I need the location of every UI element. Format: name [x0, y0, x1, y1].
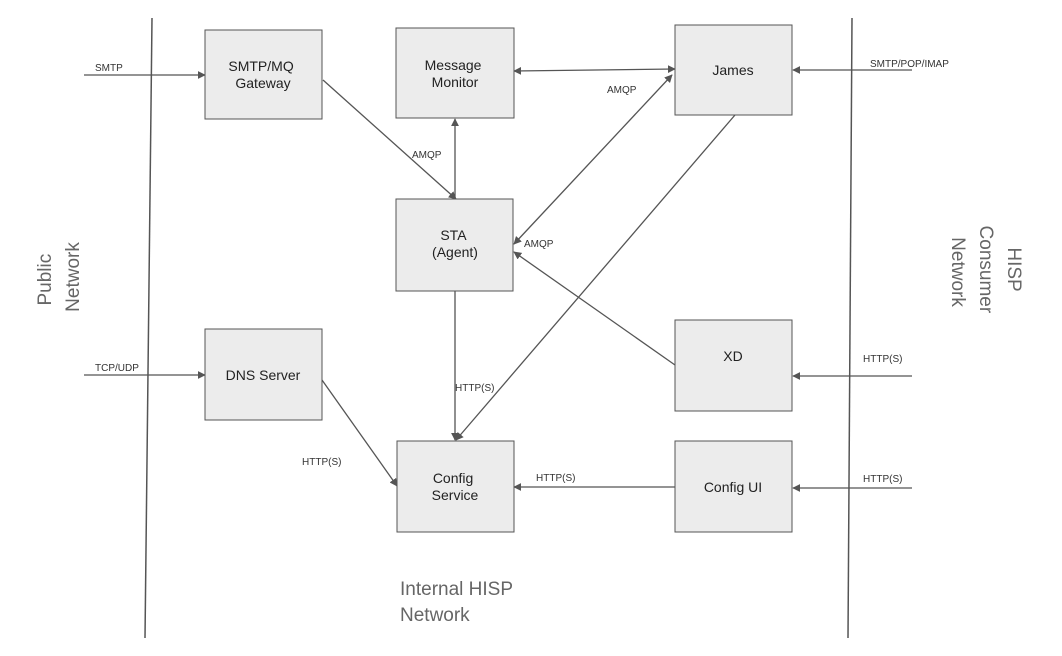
message-monitor-label: Message Monitor [425, 57, 486, 90]
dns-to-config-arrow [321, 379, 398, 487]
dns-server-label: DNS Server [226, 367, 301, 383]
xd-label: XD [723, 348, 742, 364]
node-config-service: Config Service [396, 440, 515, 533]
james-to-config-arrow [455, 114, 736, 441]
smtp-pop-imap-edge-label: SMTP/POP/IMAP [870, 59, 949, 70]
monitor-james-arrow [513, 65, 676, 75]
node-message-monitor: Message Monitor [395, 27, 515, 119]
public-boundary-line [144, 17, 153, 639]
config-ui-label: Config UI [704, 479, 762, 495]
node-config-ui: Config UI [674, 440, 793, 533]
xd-http-edge-label: HTTP(S) [863, 354, 902, 365]
xd-to-sta-arrow [513, 251, 676, 366]
internal-hisp-network-label: Internal HISP Network [400, 579, 518, 626]
consumer-boundary-line [847, 17, 853, 639]
node-dns-server: DNS Server [204, 328, 323, 421]
config-ui-config-http-label: HTTP(S) [536, 473, 575, 484]
node-sta-agent: STA (Agent) [395, 198, 514, 292]
node-smtp-mq-gateway: SMTP/MQ Gateway [204, 29, 323, 120]
smtp-mq-gateway-label: SMTP/MQ Gateway [228, 58, 297, 91]
gateway-to-sta-arrow [322, 79, 457, 200]
dns-config-http-label: HTTP(S) [302, 457, 341, 468]
public-network-label: Public Network [35, 242, 84, 312]
config-service-label: Config Service [432, 470, 479, 503]
node-james: James [674, 24, 793, 116]
node-xd: XD [674, 319, 793, 412]
james-label: James [712, 62, 753, 78]
sta-config-http-label: HTTP(S) [455, 383, 494, 394]
gateway-sta-amqp-label: AMQP [412, 150, 442, 161]
smtp-edge-label: SMTP [95, 63, 123, 74]
james-sta-arrow [513, 74, 673, 245]
sta-agent-label: STA (Agent) [432, 227, 478, 260]
james-sta-amqp-label: AMQP [524, 239, 554, 250]
tcp-udp-edge-label: TCP/UDP [95, 363, 139, 374]
james-monitor-amqp-label: AMQP [607, 85, 637, 96]
hisp-consumer-network-label: HISP Consumer Network [947, 226, 1024, 319]
connectors [84, 65, 912, 492]
config-ui-http-edge-label: HTTP(S) [863, 474, 902, 485]
